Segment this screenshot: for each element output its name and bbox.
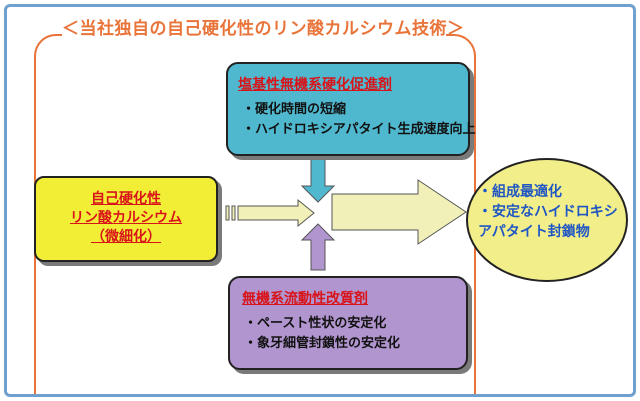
- title-background: [62, 12, 446, 46]
- diagram-title: ＜当社独自の自己硬化性のリン酸カルシウム技術＞: [62, 19, 465, 39]
- result-line-2: ・安定なハイドロキシ: [478, 204, 618, 220]
- accelerator-box: 塩基性無機系硬化促進剤 ・硬化時間の短縮 ・ハイドロキシアパタイト生成速度向上: [226, 62, 475, 156]
- modifier-box: 無機系流動性改質剤 ・ペースト性状の安定化 ・象牙細管封鎖性の安定化: [228, 276, 468, 370]
- result-line-3: アパタイト封鎖物: [478, 224, 590, 240]
- result-ellipse: [466, 158, 628, 282]
- stripe-2: [231, 205, 236, 221]
- small-right-arrow: [237, 198, 315, 228]
- accelerator-item-2: ・ハイドロキシアパタイト生成速度向上: [242, 122, 476, 137]
- left-line-2: リン酸カルシウム: [70, 210, 182, 226]
- calcium-phosphate-box: 自己硬化性 リン酸カルシウム （微細化）: [34, 176, 218, 262]
- up-arrow: [300, 223, 336, 271]
- stripe-1: [225, 205, 230, 221]
- left-line-1: 自己硬化性: [91, 191, 161, 207]
- result-text: ・組成最適化 ・安定なハイドロキシ アパタイト封鎖物: [478, 182, 618, 242]
- result-line-1: ・組成最適化: [478, 184, 562, 200]
- modifier-heading: 無機系流動性改質剤: [242, 291, 368, 307]
- big-right-arrow: [331, 179, 467, 245]
- modifier-item-1: ・ペースト性状の安定化: [244, 316, 387, 331]
- down-arrow: [300, 155, 336, 203]
- calcium-phosphate-label: 自己硬化性 リン酸カルシウム （微細化）: [36, 190, 216, 247]
- left-line-3: （微細化）: [91, 229, 161, 245]
- accelerator-item-1: ・硬化時間の短縮: [242, 102, 347, 117]
- accelerator-heading: 塩基性無機系硬化促進剤: [238, 77, 392, 93]
- modifier-item-2: ・象牙細管封鎖性の安定化: [244, 336, 401, 351]
